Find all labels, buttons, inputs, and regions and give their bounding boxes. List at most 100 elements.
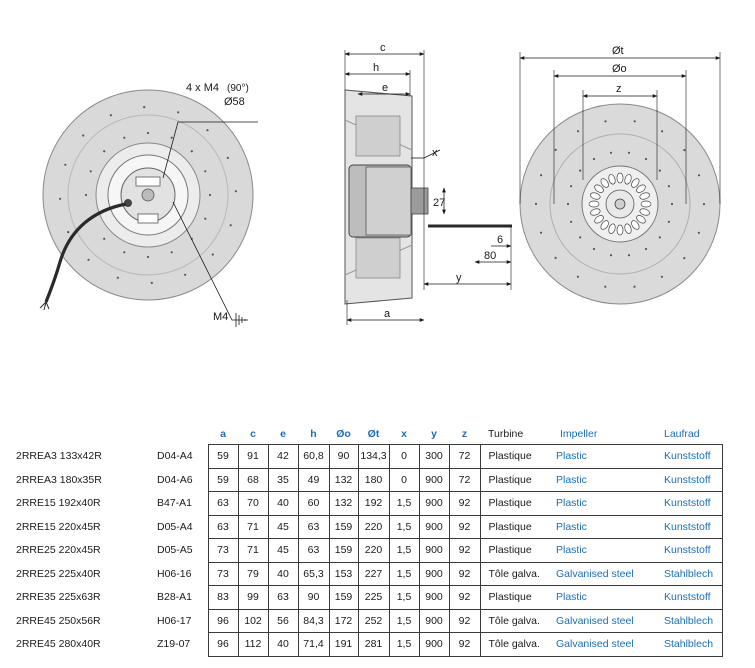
value-cell: 40 (267, 561, 299, 586)
rivet-dot (667, 220, 671, 223)
value-cell: 35 (267, 467, 299, 492)
value-cell: 159 (328, 514, 359, 539)
vent-slot (636, 215, 646, 224)
rivet-dot (670, 202, 674, 206)
vent-slot (600, 178, 609, 188)
rivet-dot (604, 285, 607, 288)
value-cell: 45 (267, 514, 299, 539)
diameter-label: Ø58 (224, 96, 245, 108)
rivet-dot (177, 111, 180, 114)
value-cell: 900 (418, 491, 450, 516)
material-fr-cell: Tôle galva. (479, 561, 552, 586)
code-cell: D05-A4 (157, 520, 193, 533)
rivet-dot (143, 106, 146, 109)
material-de-cell: Kunststoff (656, 585, 723, 610)
col-header-h: h (310, 428, 317, 440)
vent-slot (608, 223, 616, 234)
value-cell: 96 (207, 632, 239, 657)
material-de-cell: Stahlblech (656, 561, 723, 586)
rivet-dot (64, 163, 67, 166)
value-cell: 59 (207, 444, 239, 469)
col-header-z: z (461, 428, 468, 440)
value-cell: 0 (388, 467, 420, 492)
value-cell: 900 (418, 514, 450, 539)
rivet-dot (123, 251, 126, 254)
rivet-dot (534, 202, 538, 205)
rivet-dot (627, 254, 631, 257)
rear-view: Øt Øo z (519, 45, 721, 305)
hub (141, 188, 155, 202)
rivet-dot (208, 193, 212, 197)
value-cell: 900 (418, 467, 450, 492)
value-cell: 134,3 (357, 444, 390, 469)
value-cell: 56 (267, 608, 299, 633)
material-en-cell: Plastic (552, 444, 656, 469)
value-cell: 63 (267, 585, 299, 610)
rivet-dot (627, 151, 631, 154)
material-en-cell: Galvanised steel (552, 561, 656, 586)
rivet-dot (67, 231, 70, 234)
value-cell: 220 (357, 538, 390, 563)
value-cell: 227 (357, 561, 390, 586)
value-cell: 71 (237, 514, 269, 539)
rivet-dot (702, 203, 706, 206)
vent-slot (639, 192, 650, 200)
blade-rivet-dots (534, 120, 706, 288)
rivet-dot (579, 236, 582, 239)
value-cell: 1,5 (388, 632, 420, 657)
rivet-dot (609, 151, 613, 154)
rivet-dot (59, 197, 62, 200)
value-cell: 1,5 (388, 608, 420, 633)
value-cell: 83 (207, 585, 239, 610)
material-fr-cell: Plastique (479, 491, 552, 516)
rivet-dot (150, 281, 153, 284)
value-cell: 159 (328, 538, 359, 563)
rivet-dot (667, 185, 671, 188)
table-header-row: a c e h Øo Øt x y z Turbine Impeller Lau… (16, 424, 722, 445)
material-de-cell: Kunststoff (656, 491, 723, 516)
value-cell: 180 (357, 467, 390, 492)
value-cell: 70 (237, 491, 269, 516)
dim-z-label: z (616, 83, 622, 95)
rivet-dot (82, 134, 85, 137)
value-cell: 92 (448, 538, 481, 563)
value-cell: 159 (328, 585, 359, 610)
vent-slot (636, 184, 646, 193)
rivet-dot (554, 148, 557, 151)
value-cell: 65,3 (297, 561, 330, 586)
dim-h-label: h (373, 62, 379, 74)
value-cell: 900 (418, 538, 450, 563)
value-cell: 72 (448, 467, 481, 492)
value-cell: 84,3 (297, 608, 330, 633)
code-cell: H06-17 (157, 614, 192, 627)
rivet-dot (226, 156, 229, 159)
col-header-y: y (431, 428, 437, 440)
value-cell: 132 (328, 467, 359, 492)
rivet-dot (170, 136, 173, 139)
material-de-cell: Stahlblech (656, 632, 723, 657)
rivet-dot (103, 150, 106, 153)
code-cell: B28-A1 (157, 591, 193, 604)
material-en-cell: Plastic (552, 585, 656, 610)
col-header-impeller: Impeller (560, 428, 598, 440)
model-cell: 2RRE45 280x40R (16, 638, 101, 651)
rivet-dot (554, 256, 557, 259)
material-de-cell: Kunststoff (656, 514, 723, 539)
material-de-cell: Stahlblech (656, 608, 723, 633)
rivet-dot (123, 136, 126, 139)
material-fr-cell: Plastique (479, 538, 552, 563)
dim-27-label: 27 (433, 197, 445, 209)
value-cell: 92 (448, 514, 481, 539)
blade-rivet-dots (59, 106, 237, 284)
rivet-dot (683, 257, 686, 260)
earth-icon (235, 313, 246, 327)
rivet-dot (609, 254, 613, 257)
code-cell: D04-A6 (157, 473, 193, 486)
rivet-dot (683, 149, 686, 152)
vent-slot (608, 174, 616, 185)
material-de-cell: Kunststoff (656, 467, 723, 492)
rivet-dot (577, 130, 580, 133)
